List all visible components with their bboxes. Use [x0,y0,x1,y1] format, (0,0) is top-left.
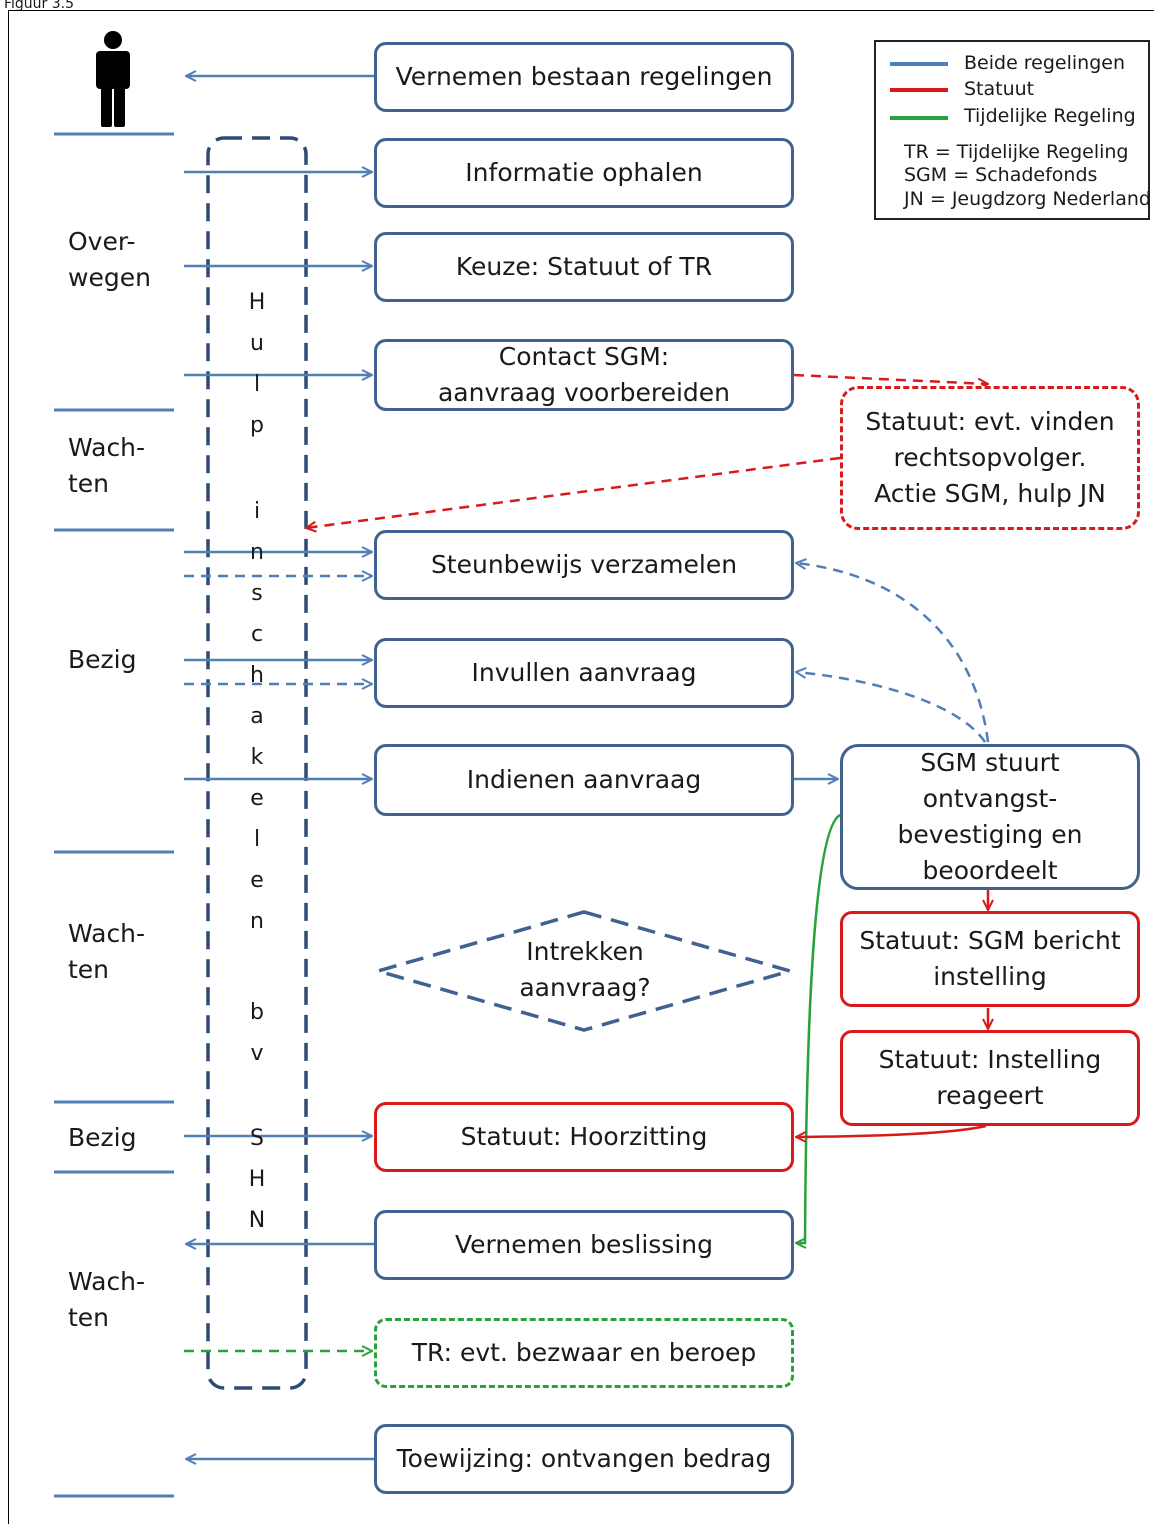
decision-label: Intrekken aanvraag? [519,937,651,1002]
vertical-letter: l [253,372,261,397]
vertical-letter: i [253,499,261,524]
vertical-letter: a [250,704,264,729]
legend-label-statuut: Statuut [964,78,1035,100]
vertical-letter: e [250,786,264,811]
box-instelling-reageert: Statuut: Instelling reageert [840,1030,1140,1126]
legend-line-tr [890,116,948,120]
step-vernemen-bestaan: Vernemen bestaan regelingen [374,42,794,112]
vertical-letter: v [250,1041,264,1066]
figure-caption: Figuur 3.5 [4,0,75,12]
vertical-letter: H [248,290,266,315]
vertical-letter: s [251,581,263,606]
arrow-sgm-to-steunbewijs [796,563,990,743]
step-invullen: Invullen aanvraag [374,638,794,708]
legend-abbr-sgm: SGM = Schadefonds [904,164,1098,186]
step-indienen: Indienen aanvraag [374,744,794,816]
arrow-sgm-to-invullen [796,672,987,743]
legend-label-tr: Tijdelijke Regeling [964,105,1136,127]
step-vernemen-beslissing: Vernemen beslissing [374,1210,794,1280]
vertical-letter: e [250,868,264,893]
phase-wachten-3: Wach- ten [68,1267,146,1332]
vertical-letter: p [250,413,264,438]
step-steunbewijs: Steunbewijs verzamelen [374,530,794,600]
vertical-letter: S [250,1126,264,1151]
vertical-letter: c [250,622,264,647]
vertical-letter: n [250,540,264,565]
step-tr-bezwaar: TR: evt. bezwaar en beroep [374,1318,794,1388]
arrow-reageert-to-hoorzitting [796,1124,987,1137]
arrow-contact-to-rechtsopvolger [793,373,988,384]
vertical-letter: H [248,1167,266,1192]
step-toewijzing: Toewijzing: ontvangen bedrag [374,1424,794,1494]
box-rechtsopvolger: Statuut: evt. vinden rechtsopvolger. Act… [840,386,1140,530]
phase-overwegen: Over- wegen [68,227,151,292]
phase-bezig-2: Bezig [68,1123,137,1152]
vertical-letter: b [250,1000,264,1025]
hulp-column [206,136,308,1390]
arrow-rechtsopvolger-to-column [306,456,841,528]
legend: Beide regelingen Statuut Tijdelijke Rege… [874,40,1151,220]
step-keuze: Keuze: Statuut of TR [374,232,794,302]
person-icon [96,31,130,127]
arrow-sgm-to-beslissing [796,813,841,1243]
legend-line-statuut [890,88,948,92]
box-sgm-bericht: Statuut: SGM bericht instelling [840,911,1140,1007]
vertical-letter: N [248,1208,266,1233]
phase-bezig-1: Bezig [68,645,137,674]
vertical-letter: u [250,331,264,356]
box-sgm-stuurt: SGM stuurt ontvangst- bevestiging en beo… [840,744,1140,890]
phase-separators [54,132,174,1498]
decision-diamond [371,910,797,1032]
vertical-letter: h [250,663,264,688]
legend-abbr-tr: TR = Tijdelijke Regeling [904,141,1129,163]
vertical-letter: n [250,909,264,934]
legend-line-beide [890,62,948,66]
phase-wachten-1: Wach- ten [68,433,146,498]
legend-label-beide: Beide regelingen [964,52,1126,74]
vertical-letter: l [253,827,261,852]
phase-wachten-2: Wach- ten [68,919,146,984]
step-contact-sgm: Contact SGM: aanvraag voorbereiden [374,339,794,411]
diagram-frame [8,10,1154,1524]
step-hoorzitting: Statuut: Hoorzitting [374,1102,794,1172]
vertical-letter: k [250,745,264,770]
step-informatie-ophalen: Informatie ophalen [374,138,794,208]
legend-abbr-jn: JN = Jeugdzorg Nederland [904,188,1151,210]
